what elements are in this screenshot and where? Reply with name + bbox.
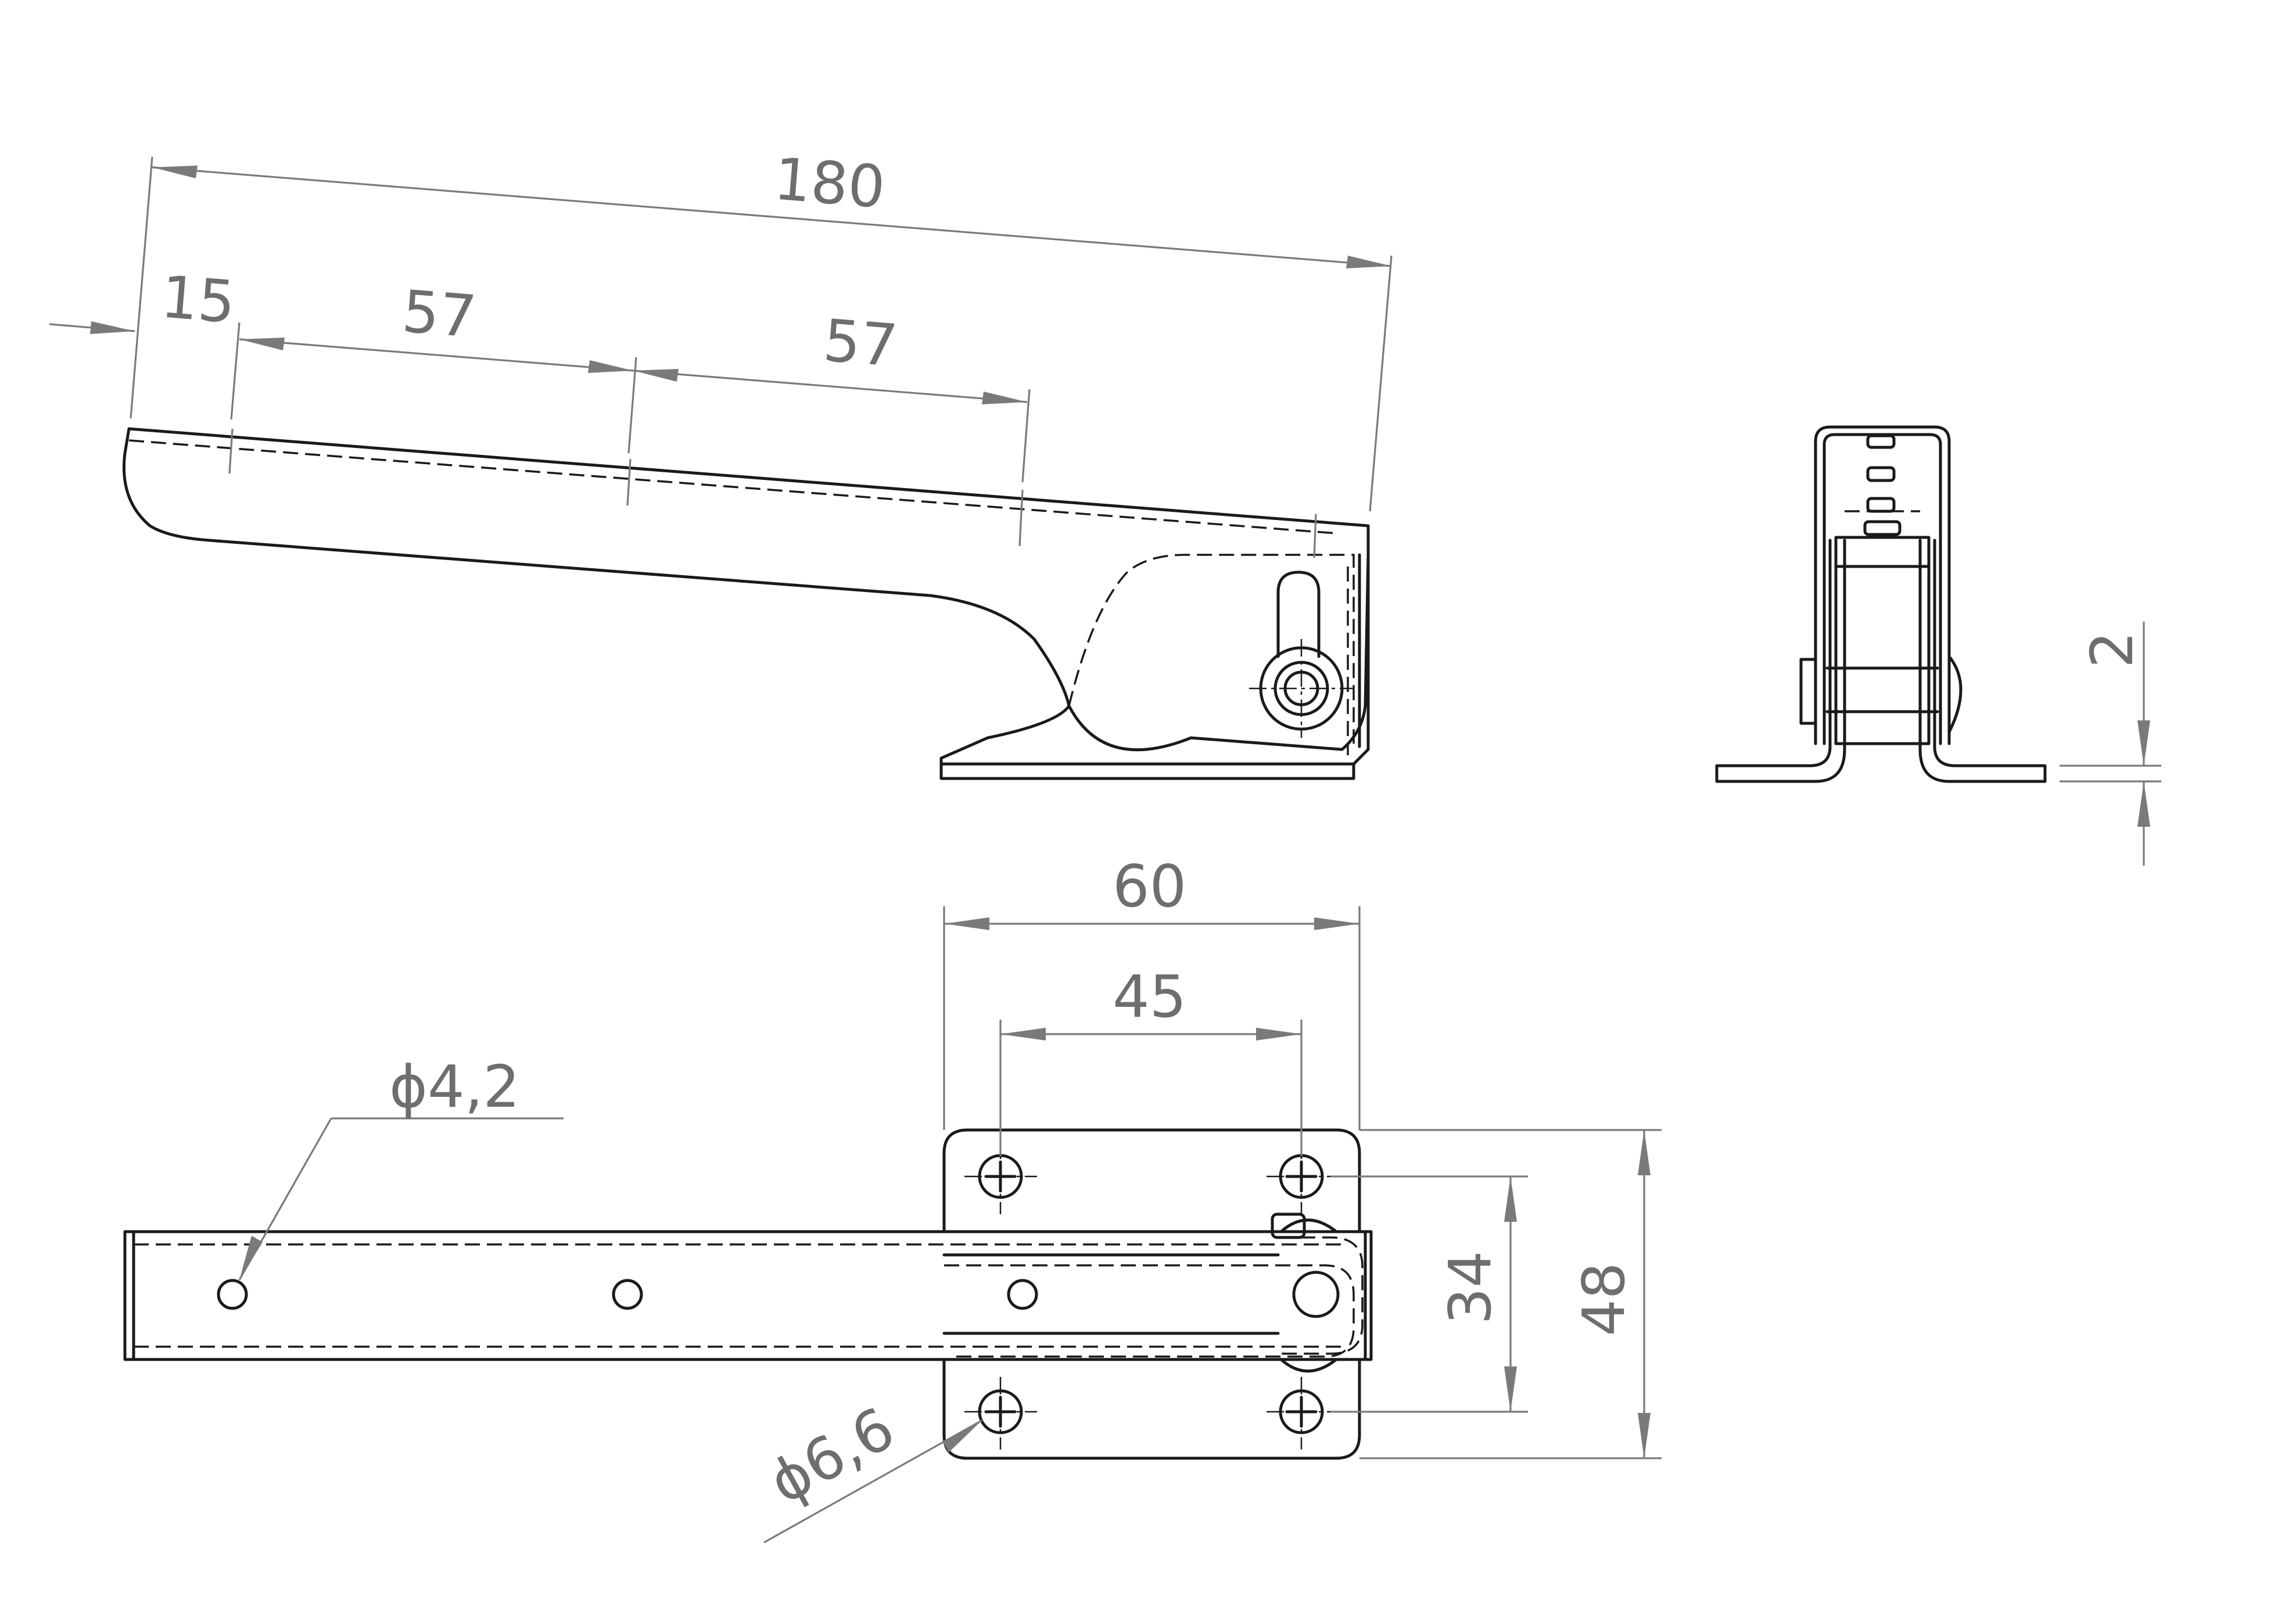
dim-45-arrow-right [1256, 1028, 1301, 1041]
dim-45-label: 45 [1113, 963, 1186, 1031]
hole-mark-2 [626, 458, 632, 506]
dim-57a-line [239, 338, 634, 372]
side-view-dimensions: 180 15 57 57 [49, 145, 1393, 512]
side-view-hidden-edge [128, 439, 1337, 534]
top-view [123, 1128, 1373, 1460]
base-plate-outline [942, 1128, 1361, 1460]
dim-57b-label: 57 [821, 306, 900, 380]
dim-60-arrow-right [1314, 917, 1359, 930]
side-view-outline [122, 427, 1370, 780]
dim-180-label: 180 [772, 145, 888, 221]
pivot-slot [1276, 571, 1321, 658]
end-view-dimension-2: 2 [2060, 622, 2161, 866]
end-view-outer-bracket [1814, 425, 1951, 745]
end-view-pin-head [1799, 658, 1817, 725]
arm-hole-3 [1007, 1279, 1038, 1310]
hook-clip [1271, 1212, 1306, 1239]
dim-57b-ext [1021, 389, 1031, 483]
dim-60-label: 60 [1113, 852, 1186, 920]
hole-mark-3 [1018, 489, 1024, 547]
mount-hole-top-right [1267, 1142, 1339, 1214]
dim-48-label: 48 [1570, 1262, 1638, 1336]
dim-180-ext-left [130, 156, 153, 419]
end-view-slot-4 [1863, 520, 1902, 536]
dim-57a-label: 57 [400, 277, 479, 351]
end-view-base-right [1918, 539, 2047, 783]
end-view-slot-3 [1866, 497, 1896, 513]
arm-hole-1 [217, 1279, 248, 1310]
mount-hole-bottom-left [964, 1377, 1037, 1450]
hole-mark-1 [228, 428, 234, 474]
top-view-dimensions: 60 45 34 48 ϕ4,2 ϕ6,6 [238, 852, 1662, 1544]
side-view-hidden-hook [1068, 554, 1355, 744]
dim-60-arrow-left [944, 917, 989, 930]
dim-34-arrow-top [1504, 1176, 1517, 1222]
hook-hidden-outline [944, 1264, 1355, 1358]
dim-57b-line [633, 369, 1028, 403]
dim-2-arrow-bottom [2137, 781, 2150, 827]
dim-2-label: 2 [2078, 631, 2146, 668]
arm-hole-4 [1292, 1271, 1340, 1318]
dim-45-arrow-left [1000, 1028, 1046, 1041]
dim-57a-ext [627, 357, 637, 454]
dim-48-arrow-bottom [1638, 1413, 1651, 1458]
dim-15-label: 15 [159, 263, 238, 336]
hook-hidden-loop [1278, 1236, 1364, 1355]
leader-4-2-arrow [239, 1236, 263, 1280]
leader-6-6-arrow [942, 1420, 982, 1452]
end-view-base-left [1715, 539, 1846, 783]
arm-hole-2 [612, 1279, 643, 1310]
pivot-bulge-bottom [1279, 1358, 1338, 1373]
end-view-pin-cap [1947, 655, 1963, 734]
mount-hole-bottom-right [1267, 1377, 1339, 1450]
hole-mark-4 [1313, 514, 1317, 558]
leader-6-6-label: ϕ6,6 [758, 1394, 906, 1517]
dim-15-ext [230, 322, 241, 420]
side-view [122, 427, 1370, 780]
end-view-slot-1 [1866, 434, 1896, 449]
dim-180-arrow-right [1346, 256, 1391, 268]
end-view-lever-block [1834, 536, 1931, 745]
dim-34-arrow-bottom [1504, 1366, 1517, 1412]
dim-15-arrow [90, 321, 135, 334]
pivot-bulge-top [1279, 1218, 1338, 1233]
dim-57a-arrow-right [588, 360, 633, 373]
dim-180-arrow-left [152, 166, 198, 178]
dim-2-arrow-top [2137, 720, 2150, 766]
lever-arm-outline [123, 1230, 1373, 1361]
dim-57b-arrow-left [633, 369, 679, 382]
side-view-lever-body [1067, 553, 1370, 752]
dim-48-arrow-top [1638, 1130, 1651, 1175]
dim-34-label: 34 [1436, 1251, 1504, 1325]
leader-4-2-label: ϕ4,2 [389, 1053, 520, 1121]
dim-57a-arrow-left [239, 338, 285, 350]
end-view-slot-2 [1866, 466, 1896, 482]
dim-57b-arrow-right [982, 392, 1027, 404]
dim-180-line [152, 166, 1392, 267]
dim-180-ext-right [1369, 255, 1393, 512]
end-view [1715, 425, 2047, 783]
